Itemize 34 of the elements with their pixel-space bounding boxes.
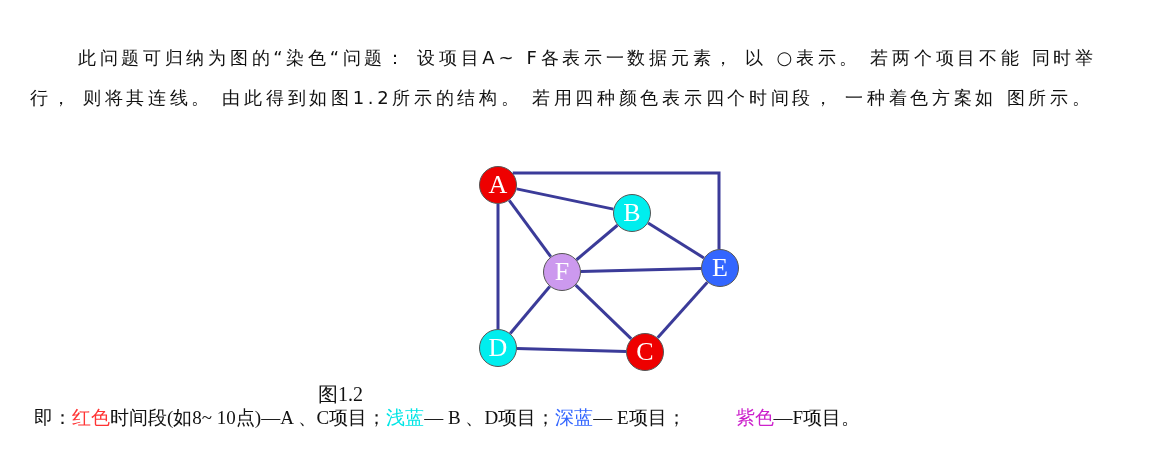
paragraph-text: 此问题可归纳为图的“染色“问题： 设项目A~ F各表示一数据元素， 以 ○表示。 若两个项目不能 同时举行， 则将其连线。 由此得到如图1.2所示的结构。 若用四种颜色表示四个时间段， 一种着色方案如 图所示。 [30, 46, 1098, 110]
edge-line [656, 281, 709, 339]
graph-node-circle [613, 194, 651, 232]
edge-line [580, 267, 702, 273]
edge-line [516, 347, 627, 353]
node-letter: A [488, 172, 508, 198]
note-text: — E项目； [593, 406, 686, 430]
graph-node-circle [479, 166, 517, 204]
node-letter: B [623, 200, 641, 226]
edge-line [512, 171, 721, 249]
edge-line [496, 204, 500, 329]
graph-node-circle [479, 329, 517, 367]
graph-node-circle [626, 333, 664, 371]
edge-line [574, 284, 633, 340]
edge-line [647, 221, 705, 260]
edge-line [516, 187, 614, 211]
color-word: 深蓝 [555, 406, 594, 430]
edge-line [508, 199, 552, 258]
color-word: 紫色 [735, 406, 774, 430]
node-letter: F [554, 259, 570, 285]
note-text: — B 、D项目； [424, 406, 556, 430]
node-letter: C [636, 339, 654, 365]
color-word: 红色 [72, 406, 110, 430]
node-letter: E [712, 255, 728, 281]
note-text: 时间段(如8~ 10点)—A 、C项目； [110, 406, 387, 430]
figure-caption: 图1.2 [318, 382, 363, 407]
edge-line [509, 285, 551, 335]
graph-node-circle [701, 249, 739, 287]
color-word: 浅蓝 [386, 406, 425, 430]
note-text: —F项目。 [773, 406, 861, 430]
note-text: 即： [34, 406, 72, 430]
node-letter: D [488, 335, 508, 361]
graph-node-circle [543, 253, 581, 291]
edge-line [575, 224, 619, 261]
